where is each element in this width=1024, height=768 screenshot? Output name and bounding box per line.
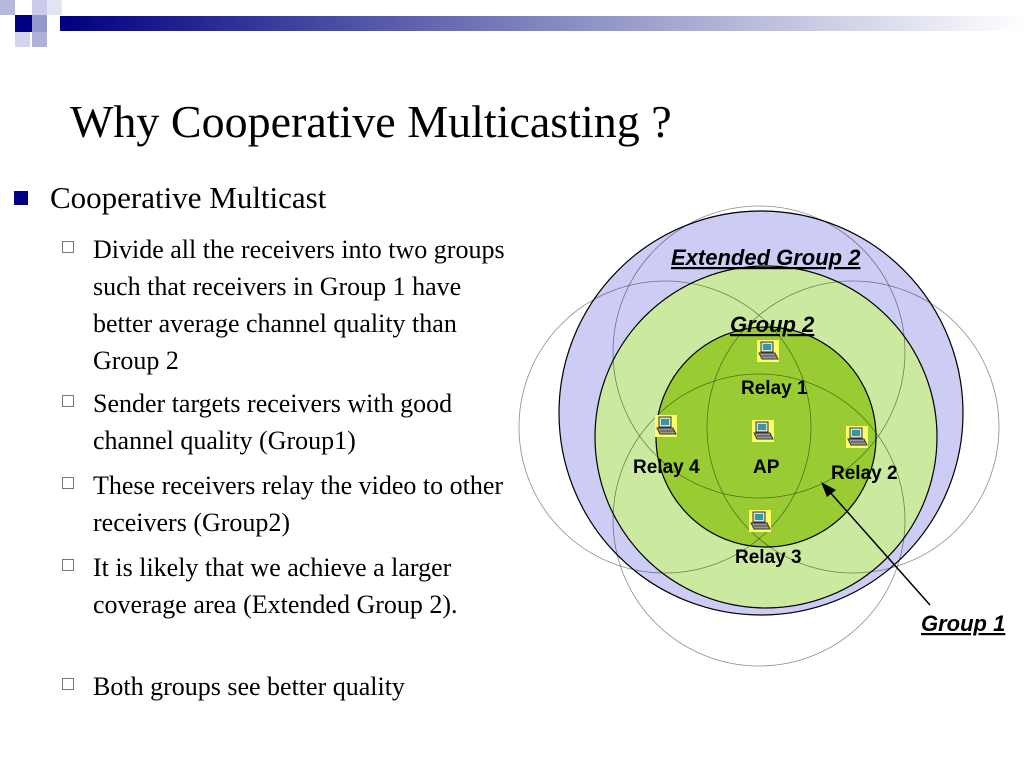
sub-bullet-text: These receivers relay the video to other… — [93, 471, 504, 537]
relay1-range — [612, 205, 906, 499]
square-bullet-icon — [14, 191, 28, 205]
relay3-laptop-icon — [748, 509, 772, 533]
relay4-laptop-icon — [654, 414, 678, 438]
sub-bullet-text: Sender targets receivers with good chann… — [93, 389, 453, 455]
ap-laptop-icon — [751, 419, 775, 443]
arrowhead-icon — [821, 482, 836, 497]
hollow-square-bullet-icon — [62, 241, 74, 253]
relay2-laptop-icon — [845, 425, 869, 449]
group2-label: Group 2 — [730, 312, 815, 337]
corner-decoration — [0, 0, 1024, 47]
relay2-label: Relay 2 — [831, 463, 898, 484]
hollow-square-bullet-icon — [62, 678, 74, 690]
main-bullet-text: Cooperative Multicast — [50, 180, 327, 215]
sub-bullet-text: It is likely that we achieve a larger co… — [93, 553, 458, 619]
hollow-square-bullet-icon — [62, 559, 74, 571]
hollow-square-bullet-icon — [62, 395, 74, 407]
ap-label: AP — [753, 457, 780, 478]
relay3-range — [612, 373, 906, 667]
relay1-laptop-icon — [756, 339, 780, 363]
hollow-square-bullet-icon — [62, 477, 74, 489]
coverage-diagram: Extended Group 2 Group 2 Relay 1 Relay 4… — [518, 205, 1005, 667]
group1-label: Group 1 — [921, 611, 1005, 636]
slide-title: Why Cooperative Multicasting ? — [70, 96, 672, 147]
relay2-range — [706, 280, 1000, 574]
relay3-label: Relay 3 — [735, 547, 802, 568]
relay4-label: Relay 4 — [633, 457, 700, 478]
group1-pointer-arrow — [827, 489, 931, 606]
relay1-label: Relay 1 — [741, 378, 808, 399]
sub-bullet-text: Both groups see better quality — [93, 672, 405, 701]
extended-group-label: Extended Group 2 — [671, 245, 861, 270]
sub-bullet-text: Divide all the receivers into two groups… — [93, 235, 505, 375]
relay4-range — [518, 280, 812, 574]
